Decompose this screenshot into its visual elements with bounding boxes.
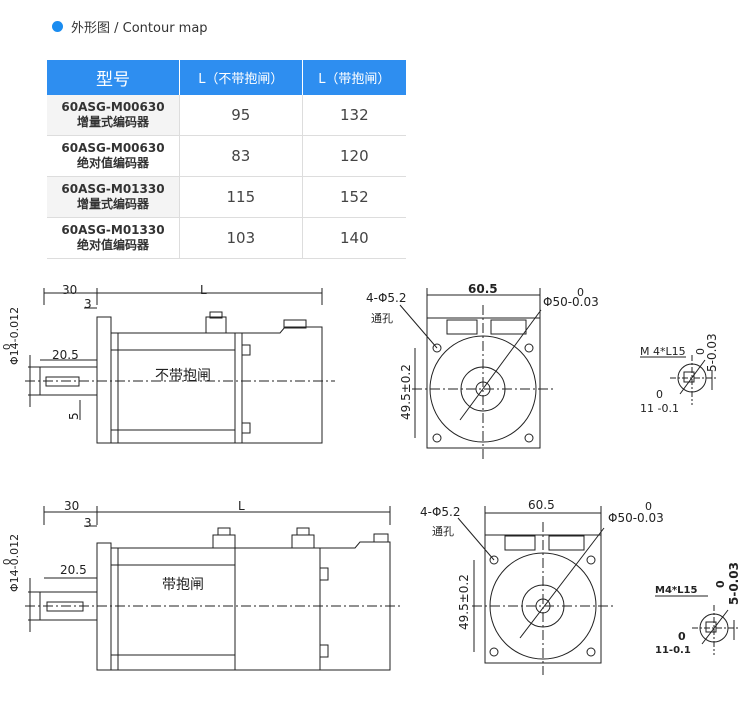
contour-drawings: 30 L 3 Φ14-0.012 0 20.5 5 不带抱闸 4-Φ5.2 通孔… bbox=[2, 282, 741, 675]
l-no-brake-cell: 115 bbox=[179, 176, 303, 218]
encoder-type: 增量式编码器 bbox=[76, 115, 149, 129]
front-view-top bbox=[399, 288, 555, 460]
encoder-type: 绝对值编码器 bbox=[76, 156, 149, 170]
l-brake-cell: 132 bbox=[302, 95, 406, 136]
key-detail-bottom bbox=[655, 595, 740, 655]
width-top: 60.5 bbox=[468, 282, 498, 296]
dim-30-bottom: 30 bbox=[64, 499, 79, 513]
dim-3-bottom: 3 bbox=[84, 516, 92, 530]
key-11-zero-top: 0 bbox=[656, 388, 663, 401]
l-brake-cell: 152 bbox=[302, 176, 406, 218]
l-no-brake-cell: 95 bbox=[179, 95, 303, 136]
key-5-zero-bottom: 0 bbox=[714, 580, 727, 588]
dim-20-5-top: 20.5 bbox=[52, 348, 79, 362]
motor-label-top: 不带抱闸 bbox=[155, 368, 211, 384]
section-title: 外形图 / Contour map bbox=[71, 20, 208, 36]
motor-label-bottom: 带抱闸 bbox=[162, 577, 204, 593]
key-11-zero-bottom: 0 bbox=[678, 630, 686, 643]
key-detail-top bbox=[640, 355, 718, 405]
key-5-top: 5-0.03 bbox=[705, 333, 719, 372]
side-view-no-brake bbox=[25, 288, 335, 444]
pcd-bottom: 49.5±0.2 bbox=[457, 574, 471, 630]
through-top: 通孔 bbox=[371, 312, 393, 325]
shaft-tol-top: Φ14-0.012 bbox=[8, 307, 21, 365]
dim-l-top: L bbox=[200, 283, 207, 297]
dim-5-top: 5 bbox=[67, 412, 81, 420]
l-brake-cell: 140 bbox=[302, 217, 406, 259]
dim-30-top: 30 bbox=[62, 283, 77, 297]
pilot-zero-top: 0 bbox=[577, 286, 584, 299]
key-5-zero-top: 0 bbox=[694, 348, 707, 355]
pilot-bottom: Φ50-0.03 bbox=[608, 511, 664, 525]
l-brake-cell: 120 bbox=[302, 135, 406, 177]
pilot-top: Φ50-0.03 bbox=[543, 295, 599, 309]
pcd-top: 49.5±0.2 bbox=[399, 364, 413, 420]
header-model: 型号 bbox=[47, 60, 180, 95]
through-bottom: 通孔 bbox=[432, 525, 454, 538]
model-code: 60ASG-M01330 bbox=[61, 182, 165, 196]
encoder-type: 绝对值编码器 bbox=[76, 238, 149, 252]
holes-bottom: 4-Φ5.2 bbox=[420, 505, 461, 519]
table-header-row: 型号 L（不带抱闸） L（带抱闸） bbox=[47, 60, 406, 95]
key-m-top: M 4*L15 bbox=[640, 345, 686, 358]
l-no-brake-cell: 83 bbox=[179, 135, 303, 177]
dim-3-top: 3 bbox=[84, 297, 92, 311]
key-11-bottom: 11-0.1 bbox=[655, 645, 691, 656]
header-l-brake: L（带抱闸） bbox=[302, 60, 406, 95]
shaft-zero-bottom: 0 bbox=[2, 559, 13, 565]
key-m-bottom: M4*L15 bbox=[655, 585, 697, 596]
pilot-zero-bottom: 0 bbox=[645, 500, 652, 513]
dim-20-5-bottom: 20.5 bbox=[60, 563, 87, 577]
dim-l-bottom: L bbox=[238, 499, 245, 513]
model-code: 60ASG-M01330 bbox=[61, 223, 165, 237]
section-header: 外形图 / Contour map bbox=[52, 15, 208, 37]
bullet-dot-icon bbox=[52, 20, 63, 32]
header-l-no-brake: L（不带抱闸） bbox=[179, 60, 303, 95]
shaft-zero-top: 0 bbox=[2, 344, 13, 350]
width-bottom: 60.5 bbox=[528, 498, 555, 512]
shaft-tol-bottom: Φ14-0.012 bbox=[8, 534, 21, 592]
model-code: 60ASG-M00630 bbox=[61, 100, 165, 114]
l-no-brake-cell: 103 bbox=[179, 217, 303, 259]
model-code: 60ASG-M00630 bbox=[61, 141, 165, 155]
key-5-bottom: 5-0.03 bbox=[727, 562, 741, 605]
front-view-bottom bbox=[457, 506, 615, 675]
side-view-brake bbox=[25, 506, 400, 671]
encoder-type: 增量式编码器 bbox=[76, 197, 149, 211]
key-11-top: 11 -0.1 bbox=[640, 402, 679, 415]
holes-top: 4-Φ5.2 bbox=[366, 291, 407, 305]
